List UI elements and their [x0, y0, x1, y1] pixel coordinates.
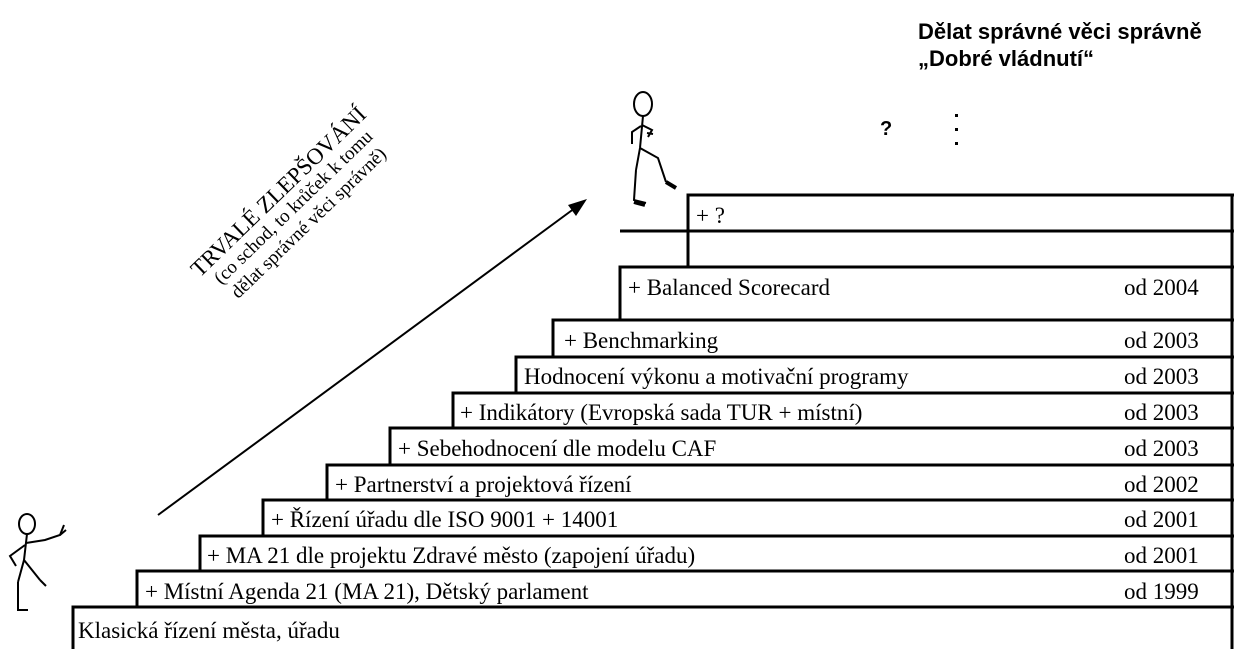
stick-figure-bottom — [10, 514, 66, 610]
step-year-9: od 2004 — [1124, 275, 1199, 301]
step-year-5: od 2003 — [1124, 436, 1199, 462]
step-label-6: + Indikátory (Evropská sada TUR + místní… — [460, 400, 862, 426]
step-label-2: + MA 21 dle projektu Zdravé město (zapoj… — [207, 543, 695, 569]
goal-title: Dělat správné věci správně „Dobré vládnu… — [918, 18, 1218, 72]
step-label-3: + Řízení úřadu dle ISO 9001 + 14001 — [271, 507, 618, 533]
step-year-8: od 2003 — [1124, 328, 1199, 354]
step-label-9: + Balanced Scorecard — [628, 275, 830, 301]
step-label-5: + Sebehodnocení dle modelu CAF — [398, 436, 716, 462]
step-year-4: od 2002 — [1124, 472, 1199, 498]
step-label-10: + ? — [696, 203, 725, 229]
stick-figure-top — [632, 92, 676, 205]
dotted-line — [955, 114, 958, 145]
step-label-0: Klasická řízení města, úřadu — [78, 618, 340, 644]
step-year-3: od 2001 — [1124, 507, 1199, 533]
step-label-1: + Místní Agenda 21 (MA 21), Dětský parla… — [145, 579, 589, 605]
step-year-1: od 1999 — [1124, 579, 1199, 605]
step-label-8: + Benchmarking — [564, 328, 718, 354]
goal-question-mark: ? — [880, 118, 892, 141]
step-year-2: od 2001 — [1124, 543, 1199, 569]
step-label-7: Hodnocení výkonu a motivační programy — [524, 364, 909, 390]
step-year-7: od 2003 — [1124, 364, 1199, 390]
step-year-6: od 2003 — [1124, 400, 1199, 426]
step-label-4: + Partnerství a projektová řízení — [335, 472, 632, 498]
